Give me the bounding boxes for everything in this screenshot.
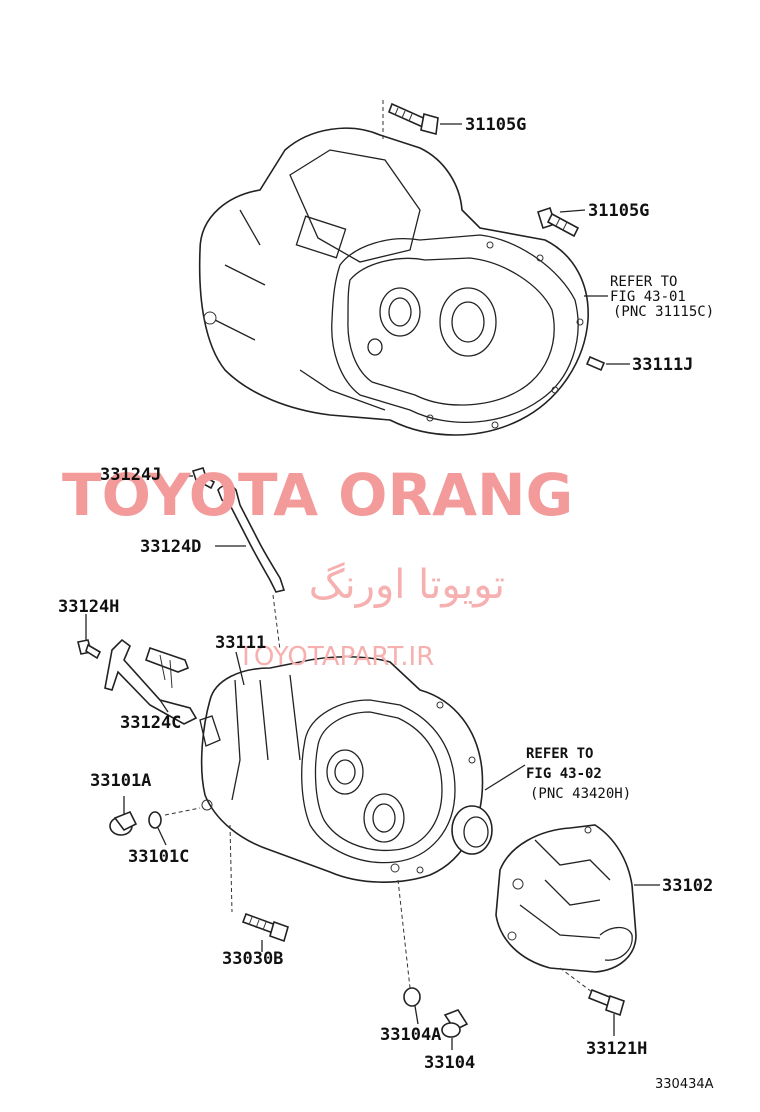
label-33101c: 33101C: [128, 847, 189, 867]
gasket-33101c[interactable]: [148, 811, 162, 829]
watermark-url: TOYOTAPART.IR: [237, 642, 434, 672]
transaxle-case-lower[interactable]: [199, 655, 484, 883]
figure-code: 330434A: [655, 1077, 714, 1092]
label-33104: 33104: [424, 1053, 475, 1073]
bracket-33124d[interactable]: [217, 484, 286, 593]
bolt-33030b[interactable]: [241, 912, 289, 943]
bolt-31105g-top[interactable]: [387, 102, 439, 136]
label-31105g-top: 31105G: [465, 115, 526, 135]
oil-seal-ring[interactable]: [451, 805, 493, 855]
label-31105g-mid: 31105G: [588, 201, 649, 221]
refer-to-line1-a: REFER TO: [610, 274, 677, 290]
label-33101a: 33101A: [90, 771, 151, 791]
plug-33104[interactable]: [441, 1009, 469, 1038]
refer-to-line1-b: REFER TO: [526, 746, 593, 762]
refer-to-line2-a: FIG 43-01: [610, 289, 686, 305]
label-33111: 33111: [215, 633, 266, 653]
bolt-33124j[interactable]: [191, 467, 216, 490]
transaxle-case-cover-33102[interactable]: [495, 824, 637, 973]
label-33111j: 33111J: [632, 355, 693, 375]
label-33030b: 33030B: [222, 949, 283, 969]
label-33124h: 33124H: [58, 597, 119, 617]
label-33104a: 33104A: [380, 1025, 441, 1045]
label-33121h: 33121H: [586, 1039, 647, 1059]
label-33124j: 33124J: [100, 465, 161, 485]
gasket-33104a[interactable]: [403, 987, 421, 1007]
refer-to-line2-b: FIG 43-02: [526, 766, 602, 782]
refer-to-line3-a: (PNC 31115C): [613, 304, 714, 320]
watermark-brand: TOYOTA ORANG: [62, 461, 573, 529]
bolt-33124h[interactable]: [77, 639, 102, 660]
bracket-33124c[interactable]: [104, 638, 198, 725]
pin-33111j[interactable]: [585, 355, 606, 372]
bolt-33121h[interactable]: [587, 988, 625, 1017]
refer-to-line3-b: (PNC 43420H): [530, 786, 631, 802]
label-33124d: 33124D: [140, 537, 201, 557]
label-33102: 33102: [662, 876, 713, 896]
bolt-31105g-mid[interactable]: [537, 206, 580, 238]
plug-33101a[interactable]: [109, 810, 138, 836]
watermark-persian: تویوتا اورنگ: [309, 562, 505, 608]
transaxle-case-upper[interactable]: [198, 127, 589, 436]
label-33124c: 33124C: [120, 713, 181, 733]
